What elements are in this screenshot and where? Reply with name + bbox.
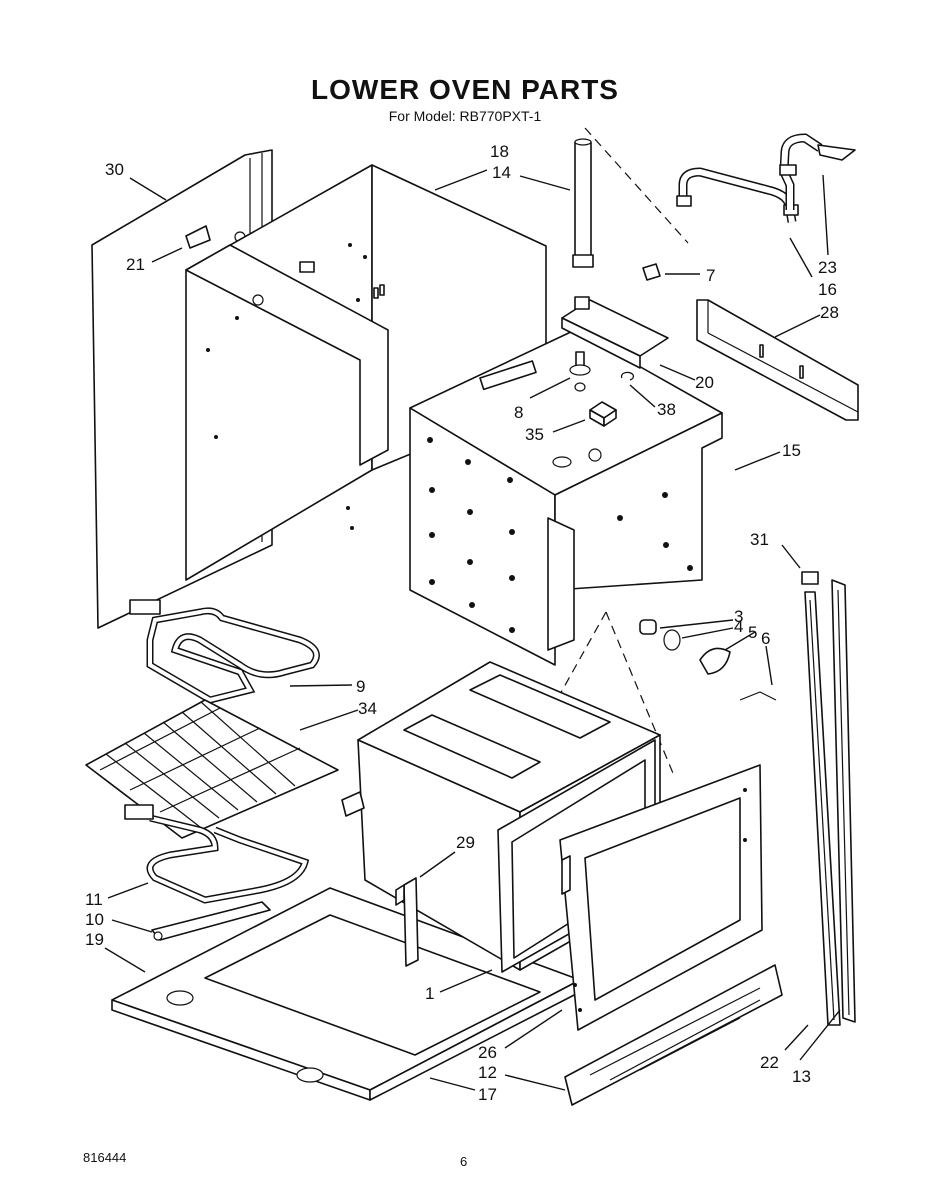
document-number: 816444 [83,1150,127,1165]
callout-31: 31 [750,530,769,549]
part-23-flex-hose [779,133,856,210]
part-14-vent-tube [572,138,594,268]
part-35-block [589,401,617,427]
callout-23: 23 [818,258,837,277]
part-38-clip [620,371,635,381]
callout-21: 21 [126,255,145,274]
callout-4: 4 [734,617,743,636]
callout-12: 12 [478,1063,497,1082]
page-title: LOWER OVEN PARTS [311,74,619,105]
callout-18: 18 [490,142,509,161]
model-subtitle: For Model: RB770PXT-1 [388,108,542,124]
callout-8: 8 [514,403,523,422]
page-number: 6 [460,1154,468,1169]
callout-3: 3 [734,607,743,626]
callout-13: 13 [792,1067,811,1086]
callout-9: 9 [356,677,365,696]
callout-28: 28 [820,303,839,322]
leader-lines [104,169,841,1091]
callout-19: 19 [85,930,104,949]
part-4-light-bulb [663,629,681,651]
callout-5: 5 [748,623,757,642]
callout-11: 11 [85,890,103,909]
part-16-gas-tube [676,167,799,223]
part-20-flue-box [561,296,669,369]
callout-6: 6 [761,629,770,648]
part-10-bracket [151,901,271,941]
part-28-rail [696,299,859,421]
part-18-outer-box [185,164,547,581]
part-12-vent-grille [564,964,783,1106]
part-5-light-cover [699,647,731,675]
callout-35: 35 [525,425,544,444]
part-6-wire [739,691,777,701]
callout-30: 30 [105,160,124,179]
part-22-trim-strip [804,591,841,1026]
callout-17: 17 [478,1085,497,1104]
part-21-bracket [185,225,211,249]
callout-1: 1 [425,984,434,1003]
callout-38: 38 [657,400,676,419]
part-3-light-socket [639,619,657,635]
part-34-oven-rack [85,699,339,839]
callout-20: 20 [695,373,714,392]
callout-7: 7 [706,266,715,285]
callout-26: 26 [478,1043,497,1062]
part-29-hinge-bracket [395,877,419,967]
part-26-front-frame [559,764,763,1031]
callout-29: 29 [456,833,475,852]
part-19-floor-panel [111,887,581,1101]
callout-14: 14 [492,163,511,182]
callout-15: 15 [782,441,801,460]
callout-10: 10 [85,910,104,929]
callout-22: 22 [760,1053,779,1072]
part-15-top-box [409,329,723,666]
part-31-clip [801,571,819,585]
callout-16: 16 [818,280,837,299]
callout-34: 34 [358,699,377,718]
callout-labels: 30 21 18 14 23 16 7 28 20 8 38 35 15 31 … [85,142,839,1104]
part-7-clip [642,263,661,281]
part-9-broil-element [129,599,320,704]
part-8-burner-valve [569,351,591,392]
part-13-trim-strip [831,579,856,1023]
part-11-bake-element [124,804,310,904]
